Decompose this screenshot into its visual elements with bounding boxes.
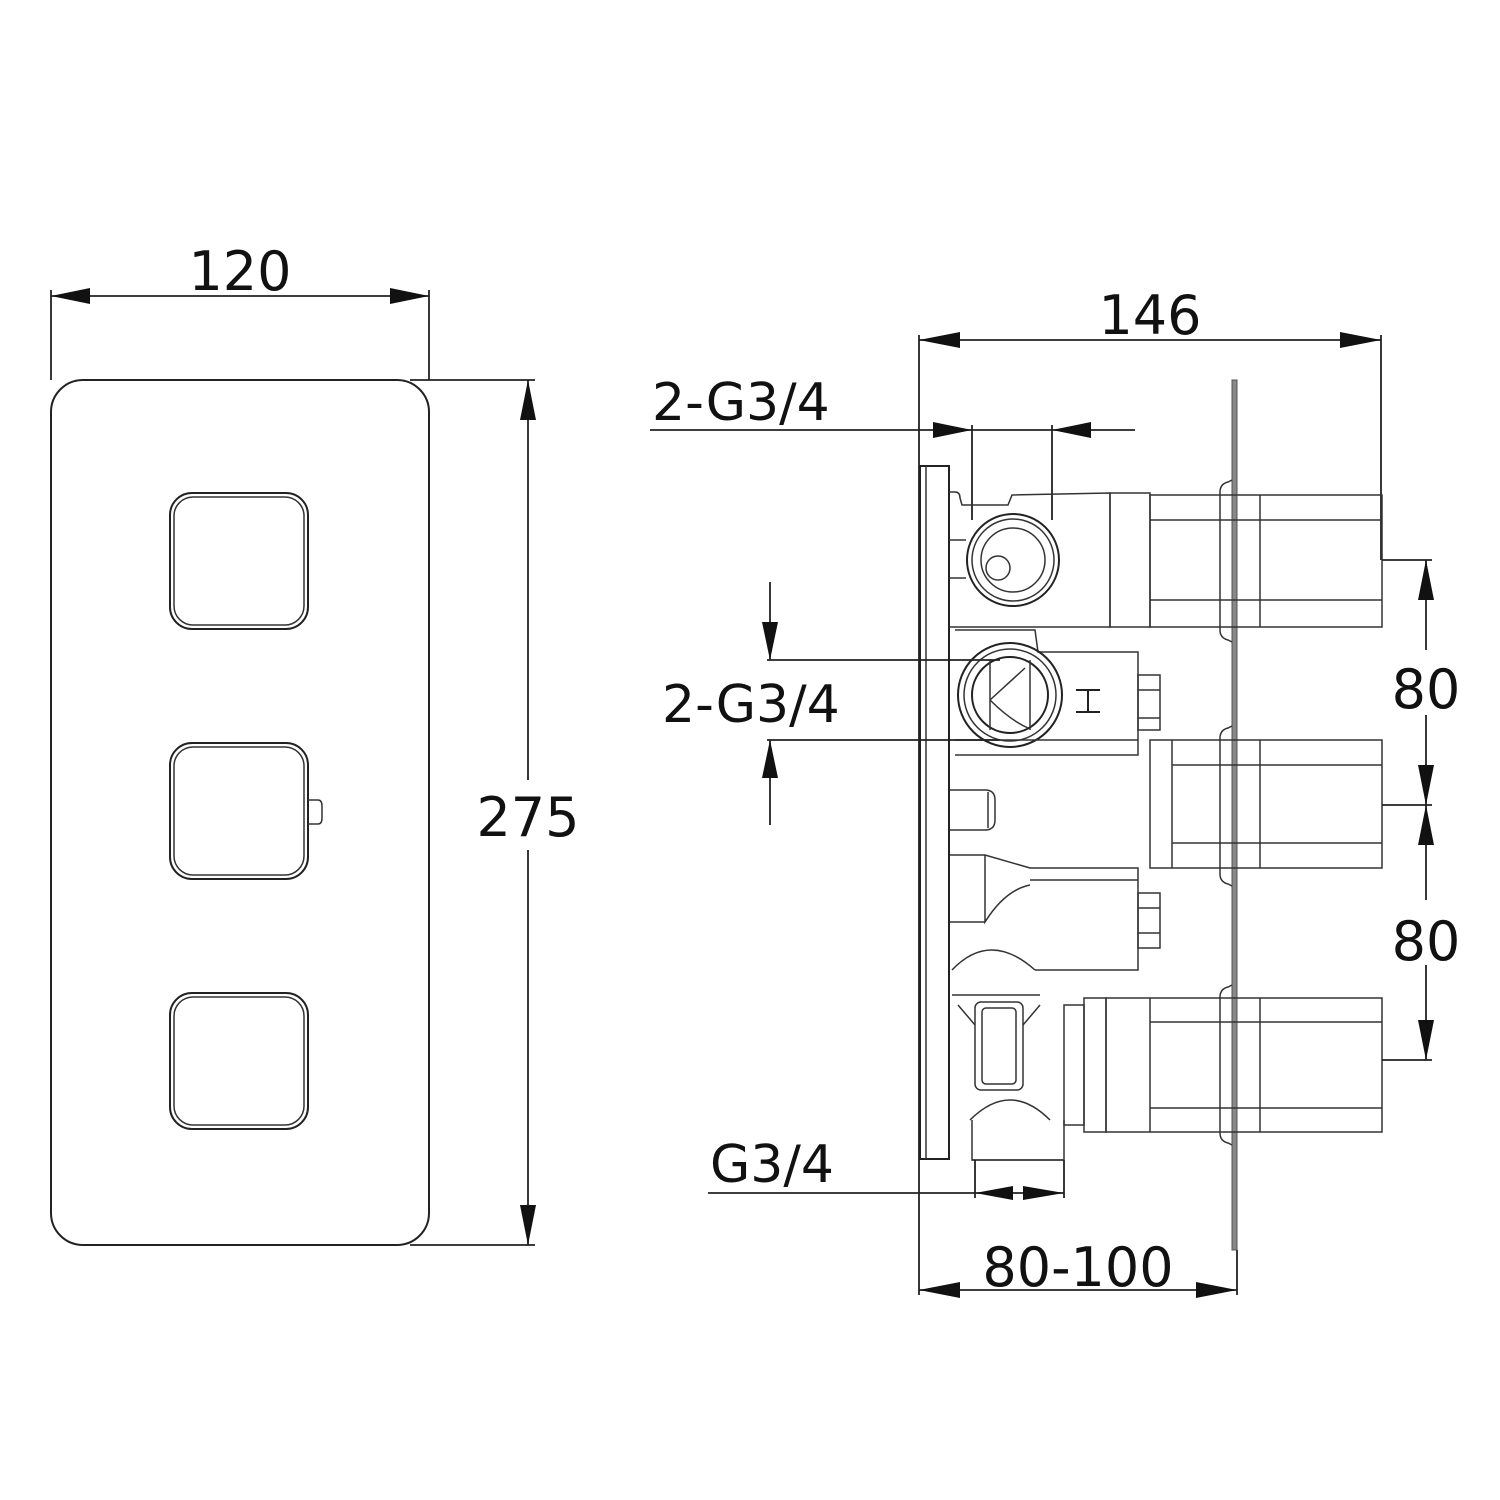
indicator-tab (308, 799, 323, 825)
dimension-depth-label: 146 (1098, 284, 1201, 347)
dimension-height-label: 275 (476, 786, 579, 849)
dimension-outlet-top-label: 2-G3/4 (652, 373, 830, 433)
dimension-spacing: 80 80 (1382, 559, 1461, 1061)
dimension-inlet: 2-G3/4 (662, 582, 1000, 825)
cartridge-bottom (1105, 984, 1383, 1146)
dimension-outlet-top: 2-G3/4 (650, 373, 1135, 520)
wall-plate (1231, 379, 1238, 1251)
control-button-top (169, 492, 309, 630)
dimension-wall-depth-label: 80-100 (982, 1236, 1173, 1299)
control-button-middle (169, 742, 323, 880)
front-view: 120 275 (50, 240, 580, 1246)
cartridge-top (1149, 479, 1383, 643)
dimension-width: 120 (50, 240, 430, 380)
dimension-spacing-upper-label: 80 (1392, 658, 1461, 721)
valve-body (949, 491, 1161, 1161)
outlet-port-top (966, 513, 1060, 607)
mounting-box (919, 465, 950, 1160)
dimension-depth: 146 (918, 284, 1382, 1295)
hot-marking-icon (1076, 689, 1100, 713)
inlet-port-hot (957, 642, 1063, 748)
dimension-outlet-bottom-label: G3/4 (710, 1135, 834, 1195)
dimension-spacing-lower-label: 80 (1392, 910, 1461, 973)
dimension-width-label: 120 (188, 240, 291, 303)
cartridge-middle (1149, 725, 1383, 887)
side-view: 146 2-G3/4 (650, 284, 1460, 1299)
faceplate (50, 379, 430, 1246)
dimension-wall-depth: 80-100 (919, 1236, 1238, 1299)
dimension-inlet-label: 2-G3/4 (662, 675, 840, 735)
dimension-outlet-bottom: G3/4 (708, 1135, 1065, 1200)
control-button-bottom (169, 992, 309, 1130)
dimension-height: 275 (410, 379, 580, 1246)
